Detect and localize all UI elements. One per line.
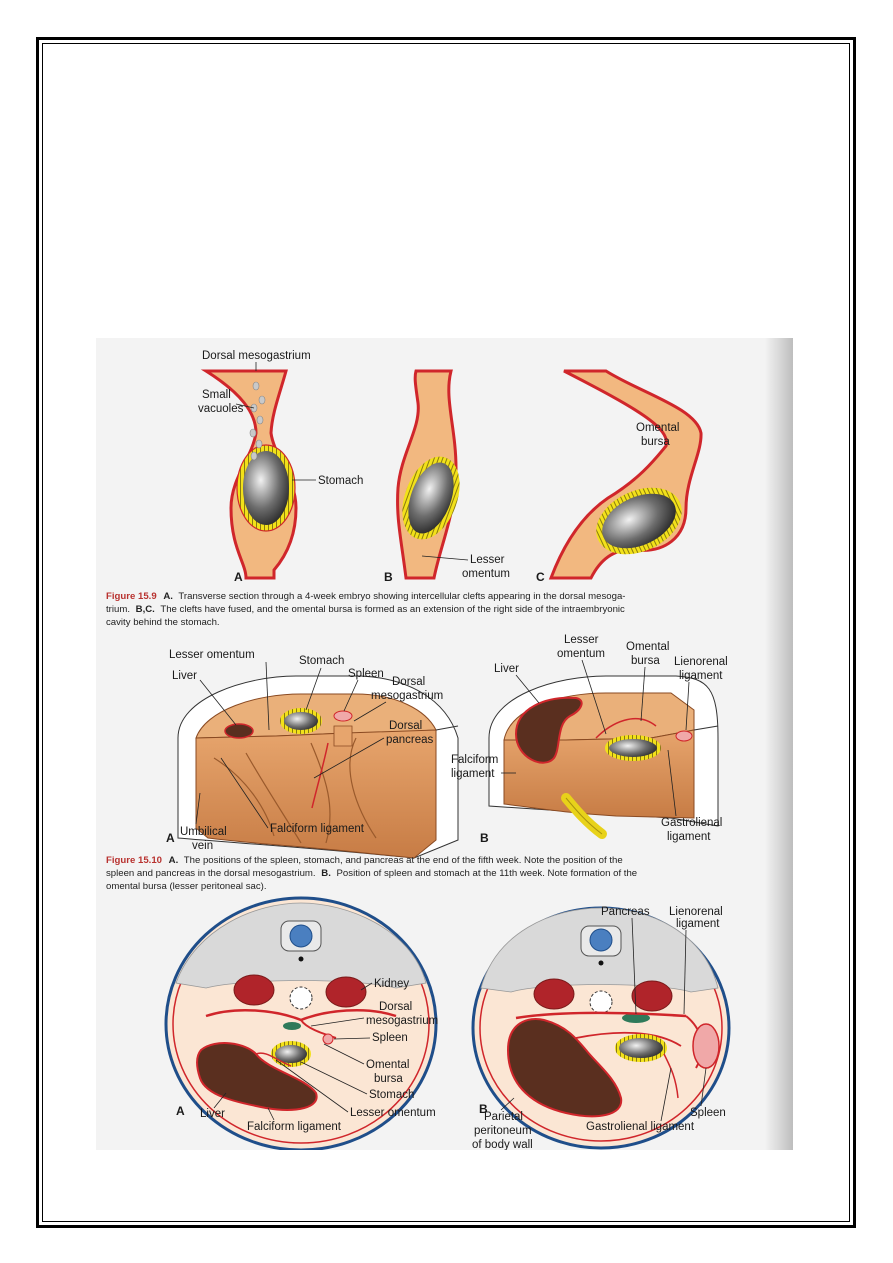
page-edge-shadow xyxy=(765,338,793,1150)
fig9-label-lesser-omentum-1: Lesser xyxy=(470,554,505,566)
fig11b-spine xyxy=(580,925,622,966)
fig9-caption-line-1: Figure 15.9 A. Transverse section throug… xyxy=(106,591,625,602)
fig10a-liver xyxy=(224,723,254,739)
fig10b-label-liver: Liver xyxy=(494,663,519,675)
fig10a-label-dorsal-mesogastrium-2: mesogastrium xyxy=(371,690,443,702)
fig10a-label-dorsal-pancreas-1: Dorsal xyxy=(389,720,422,732)
fig9-label-small-vacuoles-1: Small xyxy=(202,389,231,401)
fig11b-label-lienorenal-1: Lienorenal xyxy=(669,906,723,918)
figure-15-10: Lesser omentum Stomach Liver Spleen Dors… xyxy=(106,634,728,892)
fig11a-label-dorsal-mesogastrium-2: mesogastrium xyxy=(366,1015,438,1027)
fig10a-label-liver: Liver xyxy=(172,670,197,682)
fig11b-label-parietal-2: peritoneum xyxy=(474,1125,532,1137)
fig10b-panel-b: B xyxy=(480,831,489,845)
figure-15-11: Kidney Dorsal mesogastrium Spleen Omenta… xyxy=(164,896,731,1150)
fig10-caption-line-3: omental bursa (lesser peritoneal sac). xyxy=(106,881,267,892)
fig9a-stomach xyxy=(237,445,295,531)
fig10a-stomach xyxy=(280,708,322,734)
fig9-label-small-vacuoles-2: vacuoles xyxy=(198,403,244,415)
fig11b-label-parietal-1: Parietal xyxy=(484,1111,523,1123)
fig11a-spine xyxy=(280,920,322,962)
fig9-panel-b: B xyxy=(384,570,393,584)
fig10b-label-falciform-2: ligament xyxy=(451,768,495,780)
fig11a-label-lesser-omentum: Lesser omentum xyxy=(350,1107,436,1119)
page-border-inner xyxy=(42,43,850,1222)
fig11b-label-spleen: Spleen xyxy=(690,1107,726,1119)
fig10b-label-gastrolienal-1: Gastrolienal xyxy=(661,817,722,829)
fig10a-panel-a: A xyxy=(166,831,175,845)
fig11b-label-pancreas: Pancreas xyxy=(601,906,650,918)
fig10a-label-stomach: Stomach xyxy=(299,655,344,667)
fig10b-liver xyxy=(514,696,583,764)
fig10b-label-omental-bursa-1: Omental xyxy=(626,641,669,653)
fig11a-label-omental-bursa-2: bursa xyxy=(374,1073,403,1085)
fig11b-label-lienorenal-2: ligament xyxy=(676,918,720,930)
fig10b-label-omental-bursa-2: bursa xyxy=(631,655,660,667)
fig10-caption-line-2: spleen and pancreas in the dorsal mesoga… xyxy=(106,868,637,879)
fig10b-label-lesser-omentum-1: Lesser xyxy=(564,634,599,646)
fig11a-pancreas xyxy=(283,1022,301,1030)
fig10b-label-gastrolienal-2: ligament xyxy=(667,831,711,843)
fig9-label-lesser-omentum-2: omentum xyxy=(462,568,510,580)
fig11b-panel-b: B xyxy=(479,1102,488,1116)
fig11b-kidney-left xyxy=(533,978,575,1010)
fig10b-label-lienorenal-1: Lienorenal xyxy=(674,656,728,668)
fig11b-label-gastrolienal: Gastrolienal ligament xyxy=(586,1121,695,1133)
fig11b-stomach xyxy=(615,1034,667,1062)
fig9-caption-line-3: cavity behind the stomach. xyxy=(106,617,220,628)
fig10b-label-lesser-omentum-2: omentum xyxy=(557,648,605,660)
fig11a-label-liver: Liver xyxy=(200,1108,225,1120)
fig11b-label-parietal-3: of body wall xyxy=(472,1139,533,1150)
page-border-outer xyxy=(36,37,856,1228)
fig9-label-dorsal-mesogastrium: Dorsal mesogastrium xyxy=(202,350,311,362)
fig11a-kidney-right xyxy=(325,976,367,1008)
fig11a-label-kidney: Kidney xyxy=(374,978,409,990)
fig10a-label-dorsal-pancreas-2: pancreas xyxy=(386,734,434,746)
fig11a-stomach xyxy=(271,1041,311,1067)
fig11a-kidney-left xyxy=(233,974,275,1006)
fig11a-panel-a: A xyxy=(176,1104,185,1118)
fig9-panel-a: A xyxy=(234,570,243,584)
fig11a-label-omental-bursa-1: Omental xyxy=(366,1059,409,1071)
fig10a-label-falciform-ligament: Falciform ligament xyxy=(270,823,365,835)
fig10a-label-umbilical-vein-2: vein xyxy=(192,840,213,852)
anatomy-figures: Dorsal mesogastrium Small vacuoles Stoma… xyxy=(106,350,731,1150)
fig9c-stomach xyxy=(596,487,682,555)
fig10a-label-spleen: Spleen xyxy=(348,668,384,680)
fig9-label-omental-bursa-1: Omental xyxy=(636,422,679,434)
fig10b-label-lienorenal-2: ligament xyxy=(679,670,723,682)
fig10a-label-dorsal-mesogastrium-1: Dorsal xyxy=(392,676,425,688)
fig9-caption-line-2: trium. B,C. The clefts have fused, and t… xyxy=(106,604,625,615)
fig11a-label-falciform-ligament: Falciform ligament xyxy=(247,1121,342,1133)
fig9b-stomach xyxy=(402,456,460,540)
fig11b-spleen xyxy=(692,1023,720,1069)
fig11a-aorta xyxy=(289,986,313,1010)
fig11a-label-spleen: Spleen xyxy=(372,1032,408,1044)
fig11a-label-stomach: Stomach xyxy=(369,1089,414,1101)
fig10b-label-falciform-1: Falciform xyxy=(451,754,498,766)
fig10a-spleen xyxy=(333,710,353,722)
fig9-label-omental-bursa-2: bursa xyxy=(641,436,670,448)
fig11b-kidney-right xyxy=(631,980,673,1012)
fig10b-stomach xyxy=(605,735,661,761)
fig9a-vacuoles xyxy=(249,381,266,461)
fig11a-liver xyxy=(196,1042,318,1111)
fig11a-spleen xyxy=(322,1033,334,1045)
fig10a-label-lesser-omentum: Lesser omentum xyxy=(169,649,255,661)
fig9-label-stomach: Stomach xyxy=(318,475,363,487)
fig10-caption-line-1: Figure 15.10 A. The positions of the spl… xyxy=(106,855,623,866)
fig11b-liver xyxy=(506,1018,623,1118)
scanned-figure-page: Dorsal mesogastrium Small vacuoles Stoma… xyxy=(96,338,793,1150)
fig11b-aorta xyxy=(589,990,613,1014)
fig10a-label-umbilical-vein-1: Umbilical xyxy=(180,826,227,838)
figure-15-9: Dorsal mesogastrium Small vacuoles Stoma… xyxy=(106,350,703,628)
fig11b-pancreas xyxy=(622,1013,650,1023)
fig11a-label-dorsal-mesogastrium-1: Dorsal xyxy=(379,1001,412,1013)
fig10b-spleen xyxy=(675,730,693,742)
fig9-panel-c: C xyxy=(536,570,545,584)
